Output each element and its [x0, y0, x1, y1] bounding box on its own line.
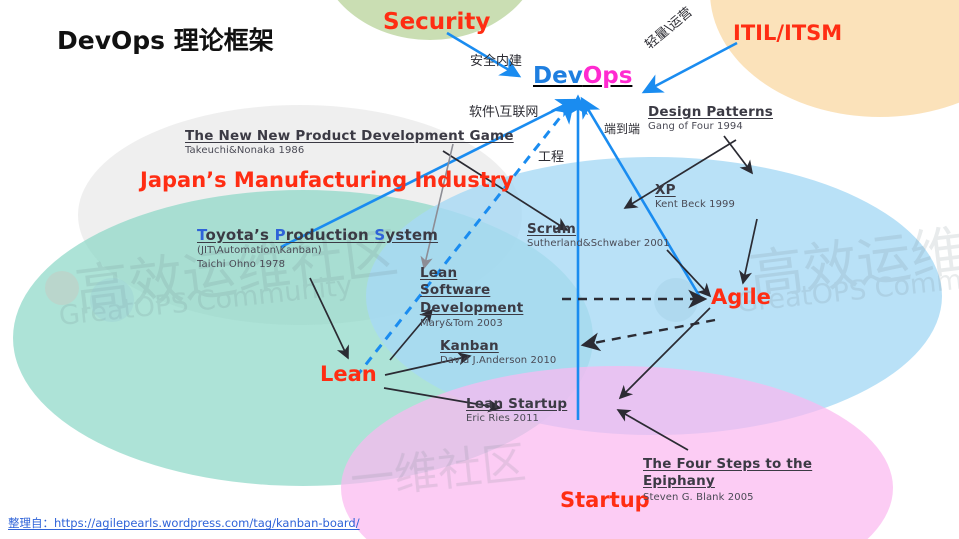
ellipse-itil [710, 0, 959, 117]
reference-scrum: Scrum Sutherland&Schwaber 2001 [527, 221, 670, 249]
arrow-nnpdg-to-lsd [420, 143, 454, 270]
reference-title: Lean Software Development [420, 265, 524, 316]
tps-initial-p: P [274, 226, 286, 244]
arrow-scrum-to-agile [666, 249, 712, 298]
reference-subtitle: Kent Beck 1999 [655, 199, 735, 210]
tps-word-oyotas: oyota’s [205, 226, 275, 244]
reference-title: The Four Steps to the Epiphany [643, 456, 813, 490]
reference-title: Design Patterns [648, 104, 774, 120]
devops-center-term: DevOps [533, 64, 632, 88]
reference-subtitle: Mary&Tom 2003 [420, 317, 503, 329]
reference-subtitle: Sutherland&Schwaber 2001 [527, 238, 670, 249]
label-lean: Lean [320, 362, 377, 386]
reference-subtitle: Eric Ries 2011 [466, 413, 540, 424]
reference-title: The New New Product Development Game [185, 128, 514, 144]
label-japan-manufacturing: Japan’s Manufacturing Industry [140, 168, 514, 192]
reference-title: Kanban [440, 338, 499, 354]
reference-new-new-product-development-game: The New New Product Development Game Tak… [185, 128, 514, 156]
arrow-tps-to-lean [309, 277, 349, 360]
reference-title: XP [655, 182, 676, 198]
devops-dev-part: Dev [533, 63, 583, 89]
ellipse-agile [366, 157, 942, 435]
reference-title: Lean Startup [466, 396, 568, 412]
edge-label-software-internet: 软件\互联网 [469, 105, 539, 120]
arrow-security-to-devops [446, 31, 522, 78]
label-startup: Startup [560, 488, 650, 512]
label-itil-itsm: ITIL/ITSM [733, 21, 843, 45]
page-title: DevOps 理论框架 [57, 26, 274, 55]
reference-xp: XP Kent Beck 1999 [655, 182, 735, 210]
reference-subtitle: (JIT\Automation\Kanban) [197, 245, 322, 256]
arrow-foursteps-to-leanstartup [616, 409, 689, 451]
arrow-itil-to-devops [641, 41, 738, 94]
arrow-agile-to-kanban-dashed [580, 318, 716, 352]
reference-kanban: Kanban David J.Anderson 2010 [440, 338, 556, 366]
arrow-agile-to-leanstartup [618, 307, 711, 400]
tps-word-roduction: roduction [285, 226, 375, 244]
ellipse-startup [341, 366, 893, 539]
arrow-lean-to-kanban [384, 352, 472, 376]
tps-word-ystem: ystem [385, 226, 439, 244]
label-security: Security [383, 9, 491, 35]
tps-initial-s: S [374, 226, 386, 244]
arrow-xp-to-agile [739, 218, 758, 285]
arrow-nnpdg-to-scrum [442, 150, 569, 231]
reference-four-steps-to-the-epiphany: The Four Steps to the Epiphany Steven G.… [643, 456, 818, 503]
arrow-lean-to-lsd [389, 308, 434, 361]
reference-subtitle: Gang of Four 1994 [648, 121, 743, 132]
reference-subtitle-2: Taichi Ohno 1978 [197, 258, 286, 270]
label-agile: Agile [711, 285, 771, 309]
reference-title: Scrum [527, 221, 577, 237]
ellipse-security [337, 0, 523, 40]
reference-subtitle: David J.Anderson 2010 [440, 355, 557, 366]
reference-subtitle: Takeuchi&Nonaka 1986 [185, 145, 305, 156]
reference-lean-software-development: Lean Software Development Mary&Tom 2003 [420, 265, 525, 329]
reference-toyota-production-system: Toyota’s Production System (JIT\Automati… [197, 226, 438, 272]
edge-label-engineering: 工程 [538, 150, 565, 165]
arrow-lean-to-leanstartup [383, 387, 502, 413]
reference-subtitle: Steven G. Blank 2005 [643, 491, 754, 503]
reference-lean-startup: Lean Startup Eric Ries 2011 [466, 396, 567, 424]
devops-ops-part: Ops [582, 63, 633, 89]
reference-title: Toyota’s Production System [197, 226, 438, 244]
edge-label-end-to-end: 端到端 [604, 122, 641, 136]
tps-initial-t: T [197, 226, 206, 244]
reference-design-patterns: Design Patterns Gang of Four 1994 [648, 104, 773, 132]
source-link[interactable]: 整理自：https://agilepearls.wordpress.com/ta… [8, 516, 360, 530]
arrow-dp-to-xp [623, 139, 737, 209]
arrow-japan-to-devops [280, 98, 578, 249]
edge-label-security-built-in: 安全内建 [470, 54, 523, 69]
arrow-dp-down [723, 135, 754, 175]
arrow-lean-engineering-to-devops [354, 98, 575, 378]
